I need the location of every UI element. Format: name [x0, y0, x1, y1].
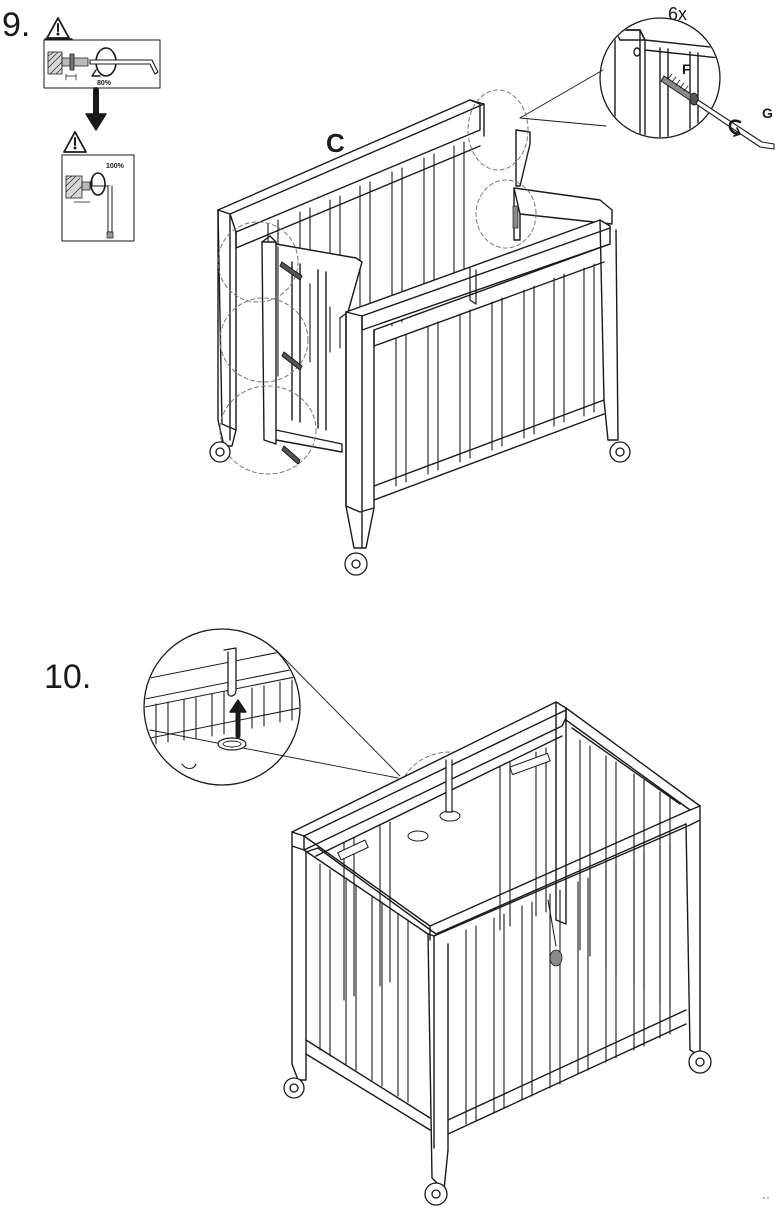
allen-key-icon	[89, 59, 159, 75]
caster-wheels	[209, 441, 631, 576]
tighten-100-detail-box: 100%	[61, 154, 135, 242]
right-end-panel	[512, 129, 613, 241]
warning-icon	[44, 17, 73, 40]
part-label-f: F	[682, 61, 691, 77]
down-arrow-icon	[85, 87, 107, 131]
bolt-icon	[660, 73, 699, 106]
bolt-icon	[61, 53, 89, 71]
bolt-icon	[279, 261, 303, 465]
tighten-80-label: 80%	[97, 80, 112, 87]
crib-step-9: C	[209, 89, 631, 576]
warning-icon	[63, 131, 87, 153]
crib-step-10	[283, 701, 712, 1206]
caster-wheels	[283, 1050, 712, 1206]
part-label-c: C	[326, 128, 345, 158]
part-label-g: G	[762, 105, 773, 121]
step-10-number: 10.	[44, 658, 92, 696]
page-corner-mark: ··	[762, 1190, 770, 1204]
tighten-80-detail-box: 80%	[43, 39, 161, 89]
quantity-label: 6x	[668, 4, 687, 24]
step-9-number: 9.	[2, 6, 31, 44]
tighten-100-label: 100%	[106, 163, 125, 170]
detail-highlight-circles	[217, 89, 537, 475]
front-panel	[345, 219, 619, 549]
up-arrow-icon	[229, 699, 247, 739]
bolt-zoom-callout: 6x F G	[519, 4, 775, 150]
clip-zoom-callout	[143, 628, 401, 786]
allen-key-icon	[695, 99, 775, 150]
clip-hook-icon	[217, 647, 247, 751]
back-panel-c	[217, 99, 485, 447]
